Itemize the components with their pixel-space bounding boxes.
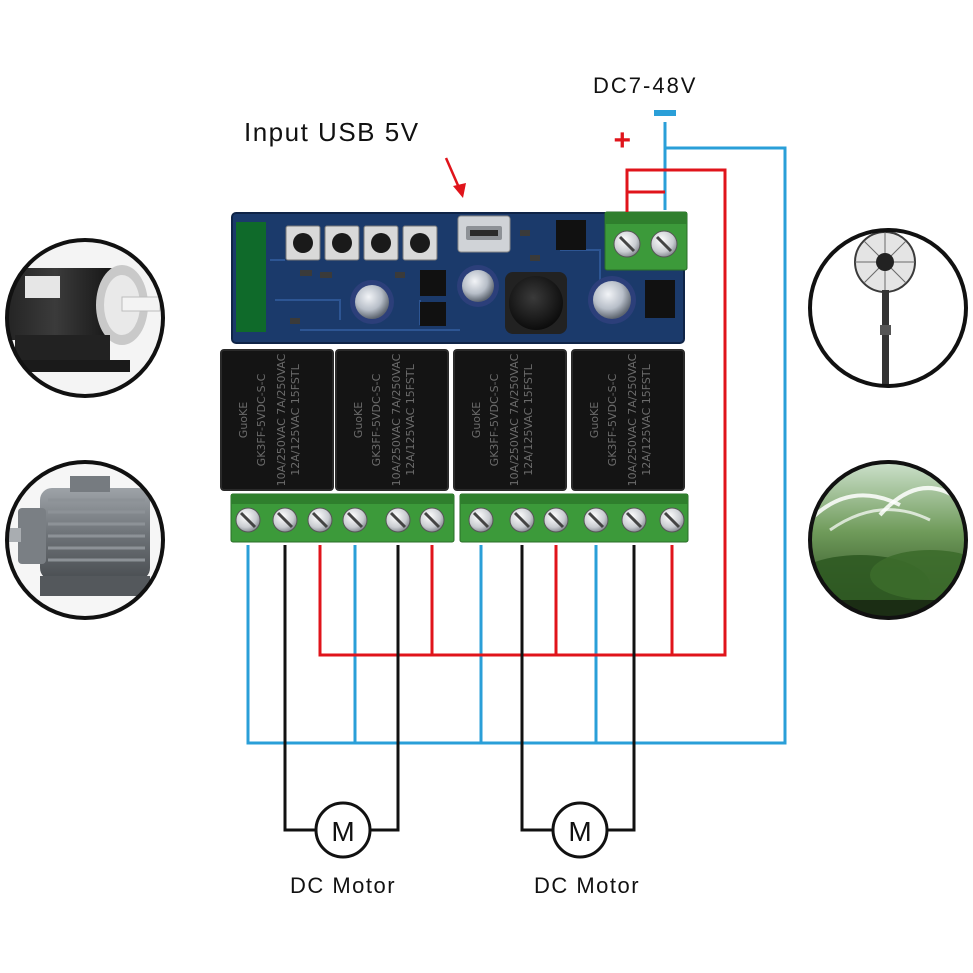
relay-model: GK3FF-5VDC-S-C bbox=[488, 373, 501, 466]
negative-wires bbox=[246, 122, 787, 745]
relay-model: GK3FF-5VDC-S-C bbox=[255, 373, 268, 466]
terminal-screw[interactable] bbox=[468, 507, 494, 533]
relay-brand: GuoKE bbox=[588, 402, 601, 438]
terminal-screw[interactable] bbox=[659, 507, 685, 533]
relay-brand: GuoKE bbox=[352, 402, 365, 438]
terminal-screws bbox=[235, 507, 685, 533]
relay-rating: 10A/250VAC 7A/250VAC bbox=[626, 353, 639, 486]
power-input-label: DC7-48V bbox=[593, 73, 697, 98]
positive-wires bbox=[318, 168, 727, 657]
motor-wire-right bbox=[520, 545, 553, 832]
motor-caption-right: DC Motor bbox=[534, 873, 640, 898]
relay-brand: GuoKE bbox=[237, 402, 250, 438]
terminal-screw[interactable] bbox=[385, 507, 411, 533]
sprinkler-photo-icon bbox=[808, 460, 968, 620]
motor-symbol-right: M bbox=[551, 801, 609, 859]
fan-photo-icon bbox=[808, 228, 968, 388]
ic-chip bbox=[420, 302, 446, 326]
relay-model: GK3FF-5VDC-S-C bbox=[606, 373, 619, 466]
power-terminal-block[interactable] bbox=[604, 211, 688, 271]
motor-wire-left bbox=[370, 545, 400, 832]
dc-motor-photo-icon bbox=[5, 238, 165, 398]
minus-sign bbox=[654, 110, 676, 116]
usb-input-label: Input USB 5V bbox=[244, 117, 420, 147]
terminal-screw[interactable] bbox=[272, 507, 298, 533]
motor-wire-right bbox=[607, 545, 636, 832]
usb-port[interactable] bbox=[457, 215, 511, 253]
relay-rating: 12A/125VAC 15FSTL bbox=[640, 363, 653, 475]
motor-caption-left: DC Motor bbox=[290, 873, 396, 898]
terminal-screw[interactable] bbox=[235, 507, 261, 533]
ic-chip bbox=[420, 270, 446, 296]
terminal-screw[interactable] bbox=[621, 507, 647, 533]
relay-rating: 10A/250VAC 7A/250VAC bbox=[275, 353, 288, 486]
motor-wires bbox=[283, 545, 636, 832]
motor-symbol-left: M bbox=[314, 801, 372, 859]
positive-bus-wire bbox=[318, 168, 727, 657]
svg-text:M: M bbox=[568, 816, 591, 847]
usb-pointer-arrow bbox=[444, 157, 466, 198]
inductor bbox=[505, 272, 567, 334]
ac-motor-photo-icon bbox=[5, 460, 165, 620]
relay-rating: 10A/250VAC 7A/250VAC bbox=[508, 353, 521, 486]
relay-board bbox=[231, 211, 688, 344]
terminal-screw[interactable] bbox=[583, 507, 609, 533]
plus-sign: + bbox=[613, 124, 632, 157]
svg-text:M: M bbox=[331, 816, 354, 847]
terminal-screw[interactable] bbox=[342, 507, 368, 533]
terminal-screw[interactable] bbox=[509, 507, 535, 533]
capacitor bbox=[350, 280, 394, 324]
relay-brand: GuoKE bbox=[470, 402, 483, 438]
capacitor bbox=[457, 265, 499, 307]
terminal-screw[interactable] bbox=[543, 507, 569, 533]
relay-rating: 10A/250VAC 7A/250VAC bbox=[390, 353, 403, 486]
terminal-screw[interactable] bbox=[419, 507, 445, 533]
ic-chip bbox=[645, 280, 675, 318]
output-terminal-block-right[interactable] bbox=[459, 493, 689, 543]
antenna-module bbox=[236, 222, 266, 332]
capacitor bbox=[588, 276, 636, 324]
relay-rating: 12A/125VAC 15FSTL bbox=[522, 363, 535, 475]
relay-rating: 12A/125VAC 15FSTL bbox=[289, 363, 302, 475]
relay-model: GK3FF-5VDC-S-C bbox=[370, 373, 383, 466]
ic-chip bbox=[556, 220, 586, 250]
push-buttons bbox=[285, 225, 438, 261]
motor-wire-left bbox=[283, 545, 316, 832]
terminal-screw[interactable] bbox=[307, 507, 333, 533]
relay-rating: 12A/125VAC 15FSTL bbox=[404, 363, 417, 475]
